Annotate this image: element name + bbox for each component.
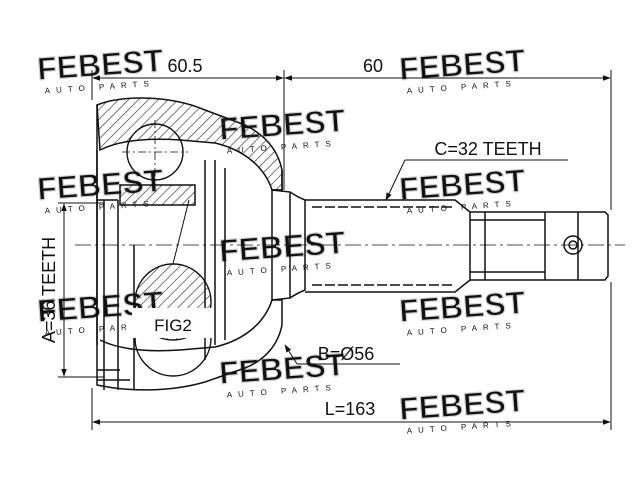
abs-diameter-label: B=Ø56 [318, 344, 375, 364]
dimension-shaft-length [284, 70, 612, 210]
shaft-length-label: 60 [363, 56, 383, 76]
watermark-logo: FEBEST AUTO PARTS [217, 346, 347, 400]
outer-spline-leader [385, 159, 568, 201]
svg-text:FEBEST: FEBEST [218, 224, 347, 269]
svg-text:FEBEST: FEBEST [36, 42, 165, 87]
svg-text:FEBEST: FEBEST [218, 346, 347, 391]
dimension-joint-length [91, 70, 285, 190]
watermark-logo: FEBEST AUTO PARTS [397, 42, 527, 96]
watermark-logo: FEBEST AUTO PARTS [35, 42, 165, 96]
fig2-detail [132, 199, 214, 377]
watermark-logo: FEBEST AUTO PARTS [397, 162, 527, 216]
inner-spline-label: A=36 TEETH [39, 237, 59, 343]
overall-length-label: L=163 [325, 399, 376, 419]
output-shaft [305, 199, 609, 293]
inner-spline-dimension [58, 202, 104, 378]
abs-diameter-leader [284, 344, 400, 365]
watermark-logo: FEBEST AUTO PARTS [217, 224, 347, 278]
joint-length-label: 60.5 [167, 56, 202, 76]
outer-spline-label: C=32 TEETH [434, 139, 541, 159]
watermark-logo: FEBEST AUTO PARTS [397, 382, 527, 436]
dimension-overall-length [91, 282, 612, 430]
cage-ball [122, 120, 188, 186]
fig2-label: FIG2 [154, 316, 192, 335]
